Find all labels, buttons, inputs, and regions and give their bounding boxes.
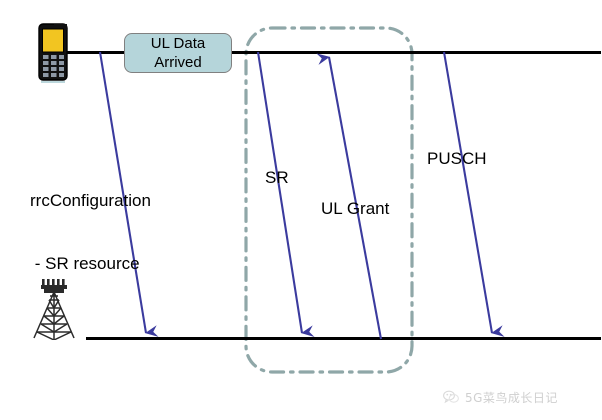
pusch-arrow (442, 51, 505, 337)
rrc-configuration-label-line-2: - SR resource (30, 253, 140, 273)
rrc-configuration-label-line-1: rrcConfiguration (30, 191, 151, 211)
sr-arrow (256, 51, 315, 337)
sr-procedure-highlight-region (244, 26, 414, 374)
ul-data-box-line-1: UL Data (150, 34, 206, 52)
ul-data-arrived-box: UL Data Arrived (124, 33, 232, 73)
ul-grant-arrow (316, 53, 383, 340)
cell-tower-icon (33, 279, 75, 340)
rrc-configuration-arrow (98, 51, 159, 337)
wechat-icon (443, 390, 459, 404)
sr-label: SR (265, 168, 289, 187)
mobile-phone-icon (38, 23, 68, 83)
ul-data-box-line-2: Arrived (154, 54, 202, 71)
watermark-text: 5G菜鸟成长日记 (465, 390, 558, 405)
watermark: 5G菜鸟成长日记 (443, 387, 558, 407)
pusch-label: PUSCH (427, 149, 487, 168)
ul-grant-label: UL Grant (321, 199, 390, 218)
rrc-configuration-label: rrcConfiguration - SR resource (30, 150, 151, 316)
